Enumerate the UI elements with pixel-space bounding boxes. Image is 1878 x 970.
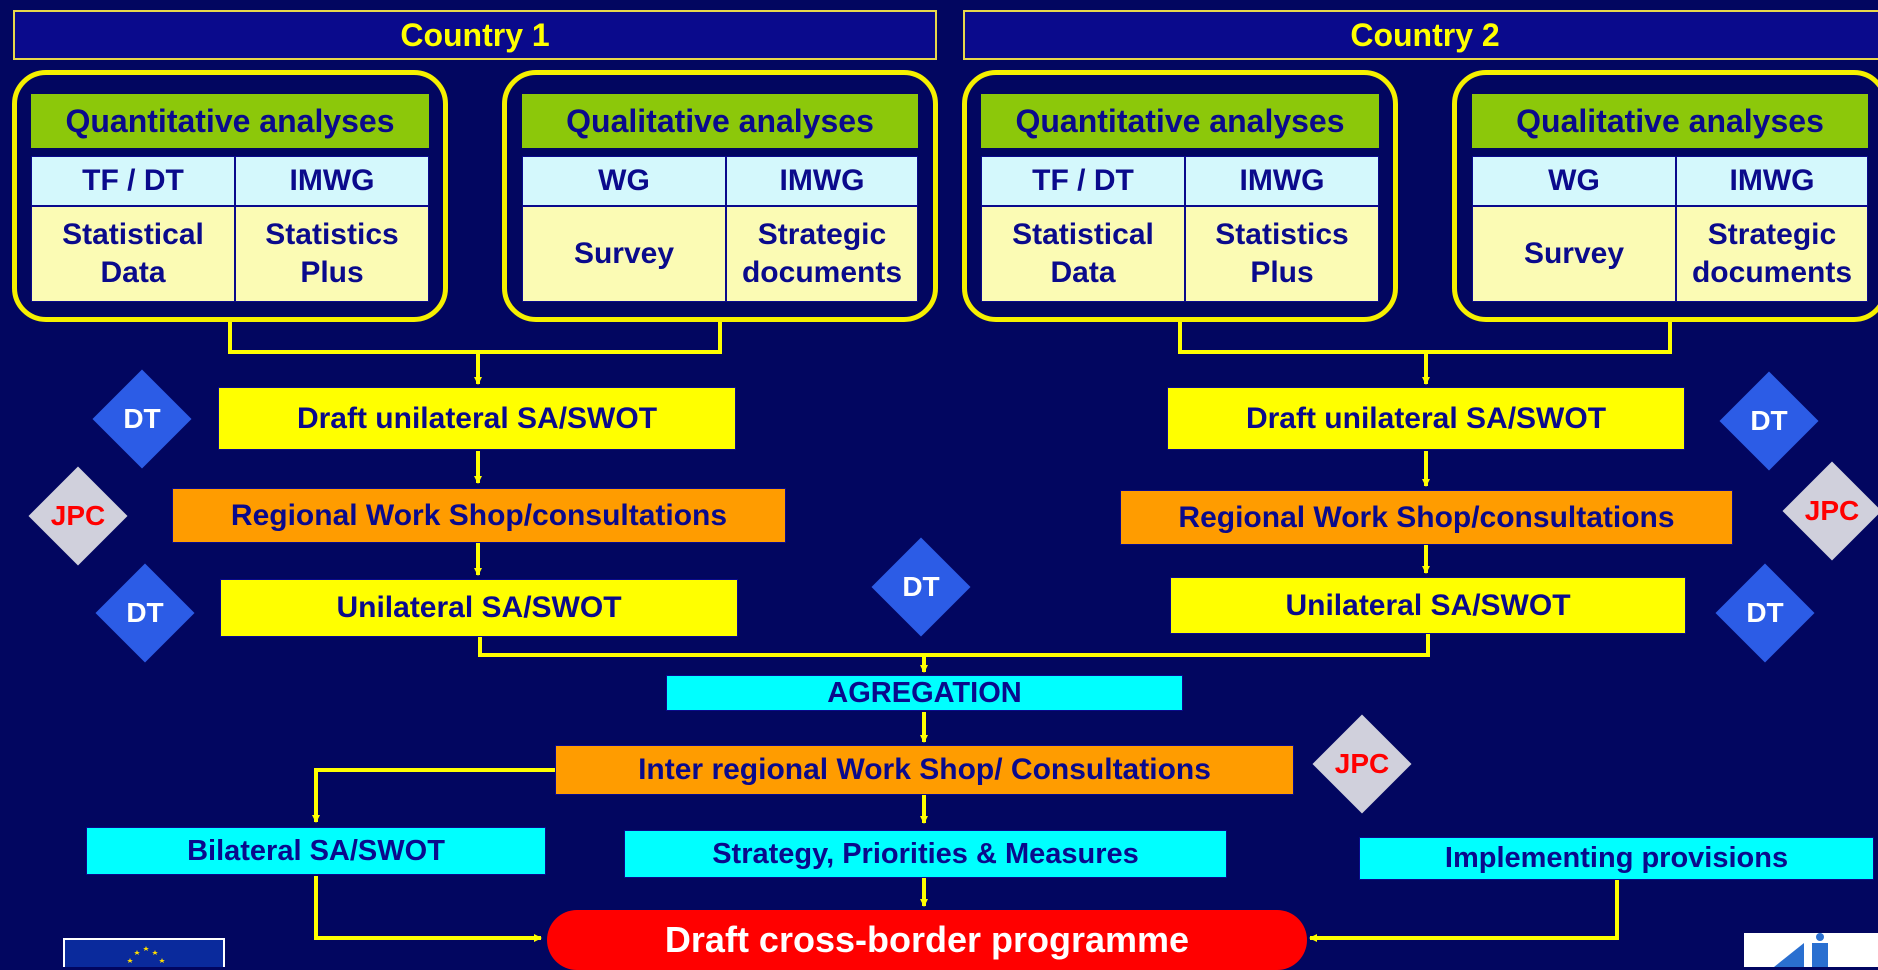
- imwg-label-2: IMWG: [1185, 156, 1379, 206]
- regional-workshop-2: Regional Work Shop/consultations: [1120, 490, 1733, 545]
- quantitative-header-1: Quantitative analyses: [31, 94, 429, 148]
- draft-unilateral-swot-2: Draft unilateral SA/SWOT: [1167, 387, 1685, 450]
- jpc-badge: JPC: [1782, 461, 1878, 561]
- country-1-title: Country 1: [13, 10, 937, 60]
- strategy-priorities-measures: Strategy, Priorities & Measures: [624, 830, 1227, 878]
- dt-badge: DT: [871, 537, 971, 637]
- wg-label-1: WG: [522, 156, 726, 206]
- country-2-title: Country 2: [963, 10, 1878, 60]
- statistics-plus-cell-1: Statistics Plus: [235, 206, 429, 302]
- info-logo: [1744, 933, 1878, 967]
- dt-badge: DT: [1719, 371, 1819, 471]
- statistics-plus-cell-2: Statistics Plus: [1185, 206, 1379, 302]
- dt-badge: DT: [92, 369, 192, 469]
- eu-flag-logo: [63, 938, 225, 967]
- survey-cell-1: Survey: [522, 206, 726, 302]
- strategic-documents-cell-1: Strategic documents: [726, 206, 918, 302]
- bilateral-swot: Bilateral SA/SWOT: [86, 827, 546, 875]
- implementing-provisions: Implementing provisions: [1359, 837, 1874, 880]
- tf-dt-label-2: TF / DT: [981, 156, 1185, 206]
- quantitative-group-2: [962, 70, 1398, 322]
- quantitative-header-2: Quantitative analyses: [981, 94, 1379, 148]
- draft-cross-border-programme: Draft cross-border programme: [547, 910, 1307, 970]
- info-logo-icon: [1774, 933, 1828, 967]
- imwg-qual-label-2: IMWG: [1676, 156, 1868, 206]
- unilateral-swot-2: Unilateral SA/SWOT: [1170, 577, 1686, 634]
- imwg-label-1: IMWG: [235, 156, 429, 206]
- draft-unilateral-swot-1: Draft unilateral SA/SWOT: [218, 387, 736, 450]
- imwg-qual-label-1: IMWG: [726, 156, 918, 206]
- qualitative-header-2: Qualitative analyses: [1472, 94, 1868, 148]
- strategic-documents-cell-2: Strategic documents: [1676, 206, 1868, 302]
- statistical-data-cell-2: Statistical Data: [981, 206, 1185, 302]
- tf-dt-label-1: TF / DT: [31, 156, 235, 206]
- qualitative-header-1: Qualitative analyses: [522, 94, 918, 148]
- dt-badge: DT: [1715, 563, 1815, 663]
- eu-stars-icon: [127, 946, 165, 963]
- jpc-badge: JPC: [28, 466, 128, 566]
- statistical-data-cell-1: Statistical Data: [31, 206, 235, 302]
- agregation-box: AGREGATION: [666, 675, 1183, 711]
- jpc-badge: JPC: [1312, 714, 1412, 814]
- dt-badge: DT: [95, 563, 195, 663]
- regional-workshop-1: Regional Work Shop/consultations: [172, 488, 786, 543]
- wg-label-2: WG: [1472, 156, 1676, 206]
- quantitative-group-1: [12, 70, 448, 322]
- qualitative-group-2: [1452, 70, 1878, 322]
- qualitative-group-1: [502, 70, 938, 322]
- inter-regional-workshop: Inter regional Work Shop/ Consultations: [555, 745, 1294, 795]
- survey-cell-2: Survey: [1472, 206, 1676, 302]
- unilateral-swot-1: Unilateral SA/SWOT: [220, 579, 738, 637]
